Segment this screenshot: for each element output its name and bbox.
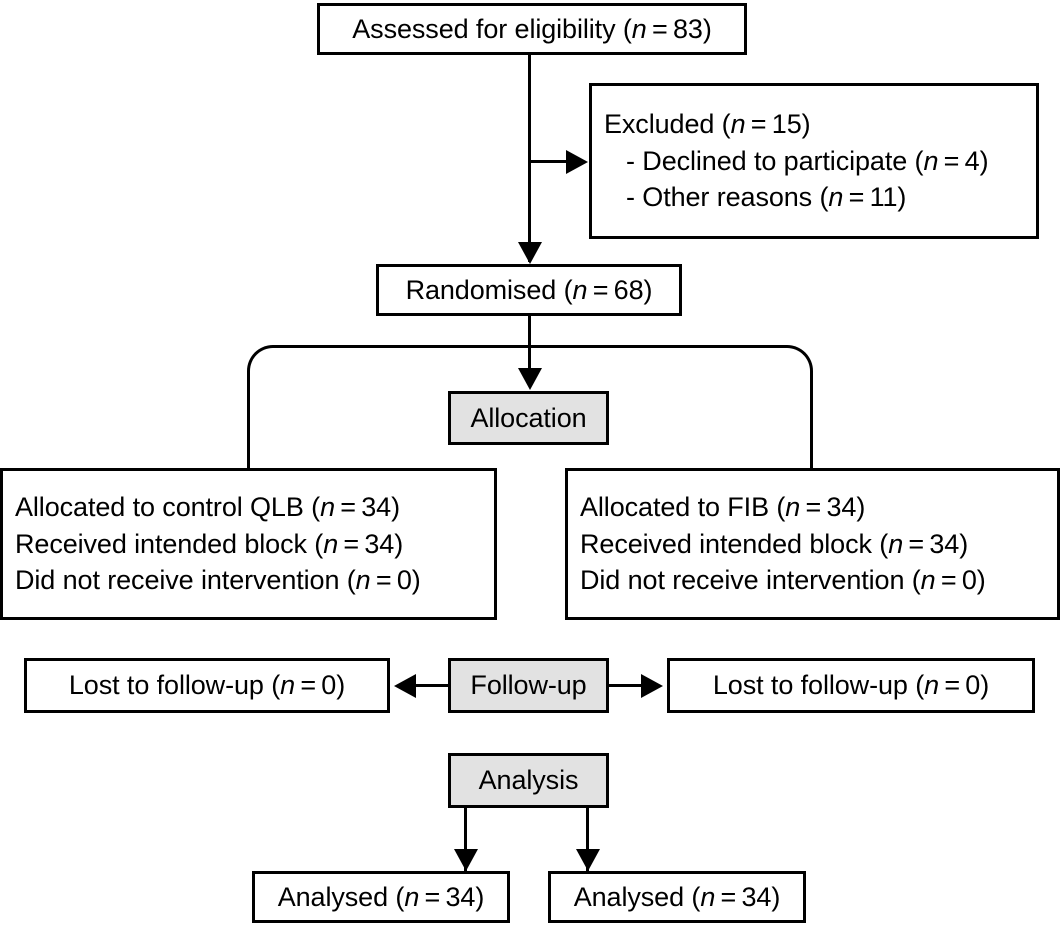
excluded-total: Excluded (n = 15) xyxy=(604,108,811,139)
alloc-right-allocated: Allocated to FIB (n = 34) xyxy=(580,491,866,522)
node-lost-to-followup-left: Lost to follow-up (n = 0) xyxy=(24,658,390,713)
arrowhead-into-excluded xyxy=(566,150,588,174)
arrowhead-into-allocation xyxy=(518,368,542,390)
stage-followup: Follow-up xyxy=(448,658,609,713)
stage-followup-label: Follow-up xyxy=(470,670,587,701)
connector-to-excluded xyxy=(528,160,570,163)
lost-left-label: Lost to follow-up (n = 0) xyxy=(68,670,346,701)
stage-analysis-label: Analysis xyxy=(478,765,579,796)
connector-randomised-to-allocation xyxy=(528,316,531,380)
alloc-left-not-received: Did not receive intervention (n = 0) xyxy=(15,565,421,596)
node-excluded: Excluded (n = 15) - Declined to particip… xyxy=(589,83,1039,239)
assessed-label: Assessed for eligibility (n = 83) xyxy=(352,13,712,44)
connector-followup-to-left xyxy=(416,684,450,687)
alloc-left-received: Received intended block (n = 34) xyxy=(15,528,404,559)
lost-right-label: Lost to follow-up (n = 0) xyxy=(712,670,990,701)
node-lost-to-followup-right: Lost to follow-up (n = 0) xyxy=(667,658,1035,713)
excluded-declined: - Declined to participate (n = 4) xyxy=(626,145,989,176)
node-allocated-control-qlb: Allocated to control QLB (n = 34) Receiv… xyxy=(0,468,497,620)
node-randomised: Randomised (n = 68) xyxy=(376,264,682,316)
analysed-right-label: Analysed (n = 34) xyxy=(573,881,781,912)
node-allocated-fib: Allocated to FIB (n = 34) Received inten… xyxy=(565,468,1060,620)
arrowhead-into-randomised xyxy=(518,242,542,264)
alloc-right-received: Received intended block (n = 34) xyxy=(580,528,969,559)
arrowhead-into-analysed-left xyxy=(454,849,478,871)
stage-allocation: Allocation xyxy=(448,391,609,445)
connector-analysis-to-left xyxy=(464,808,467,871)
connector-followup-to-right xyxy=(609,684,643,687)
analysed-left-label: Analysed (n = 34) xyxy=(277,881,485,912)
alloc-left-allocated: Allocated to control QLB (n = 34) xyxy=(15,491,400,522)
randomised-label: Randomised (n = 68) xyxy=(405,274,653,305)
stage-allocation-label: Allocation xyxy=(470,402,587,433)
arrowhead-into-lost-left xyxy=(394,674,416,698)
connector-assessed-to-randomised xyxy=(528,55,531,262)
excluded-other: - Other reasons (n = 11) xyxy=(626,182,907,213)
connector-analysis-to-right xyxy=(586,808,589,871)
arrowhead-into-lost-right xyxy=(641,674,663,698)
stage-analysis: Analysis xyxy=(448,753,609,808)
arrowhead-into-analysed-right xyxy=(576,849,600,871)
node-analysed-right: Analysed (n = 34) xyxy=(548,871,806,923)
alloc-right-not-received: Did not receive intervention (n = 0) xyxy=(580,565,986,596)
node-analysed-left: Analysed (n = 34) xyxy=(252,871,510,923)
node-assessed-for-eligibility: Assessed for eligibility (n = 83) xyxy=(317,3,747,55)
